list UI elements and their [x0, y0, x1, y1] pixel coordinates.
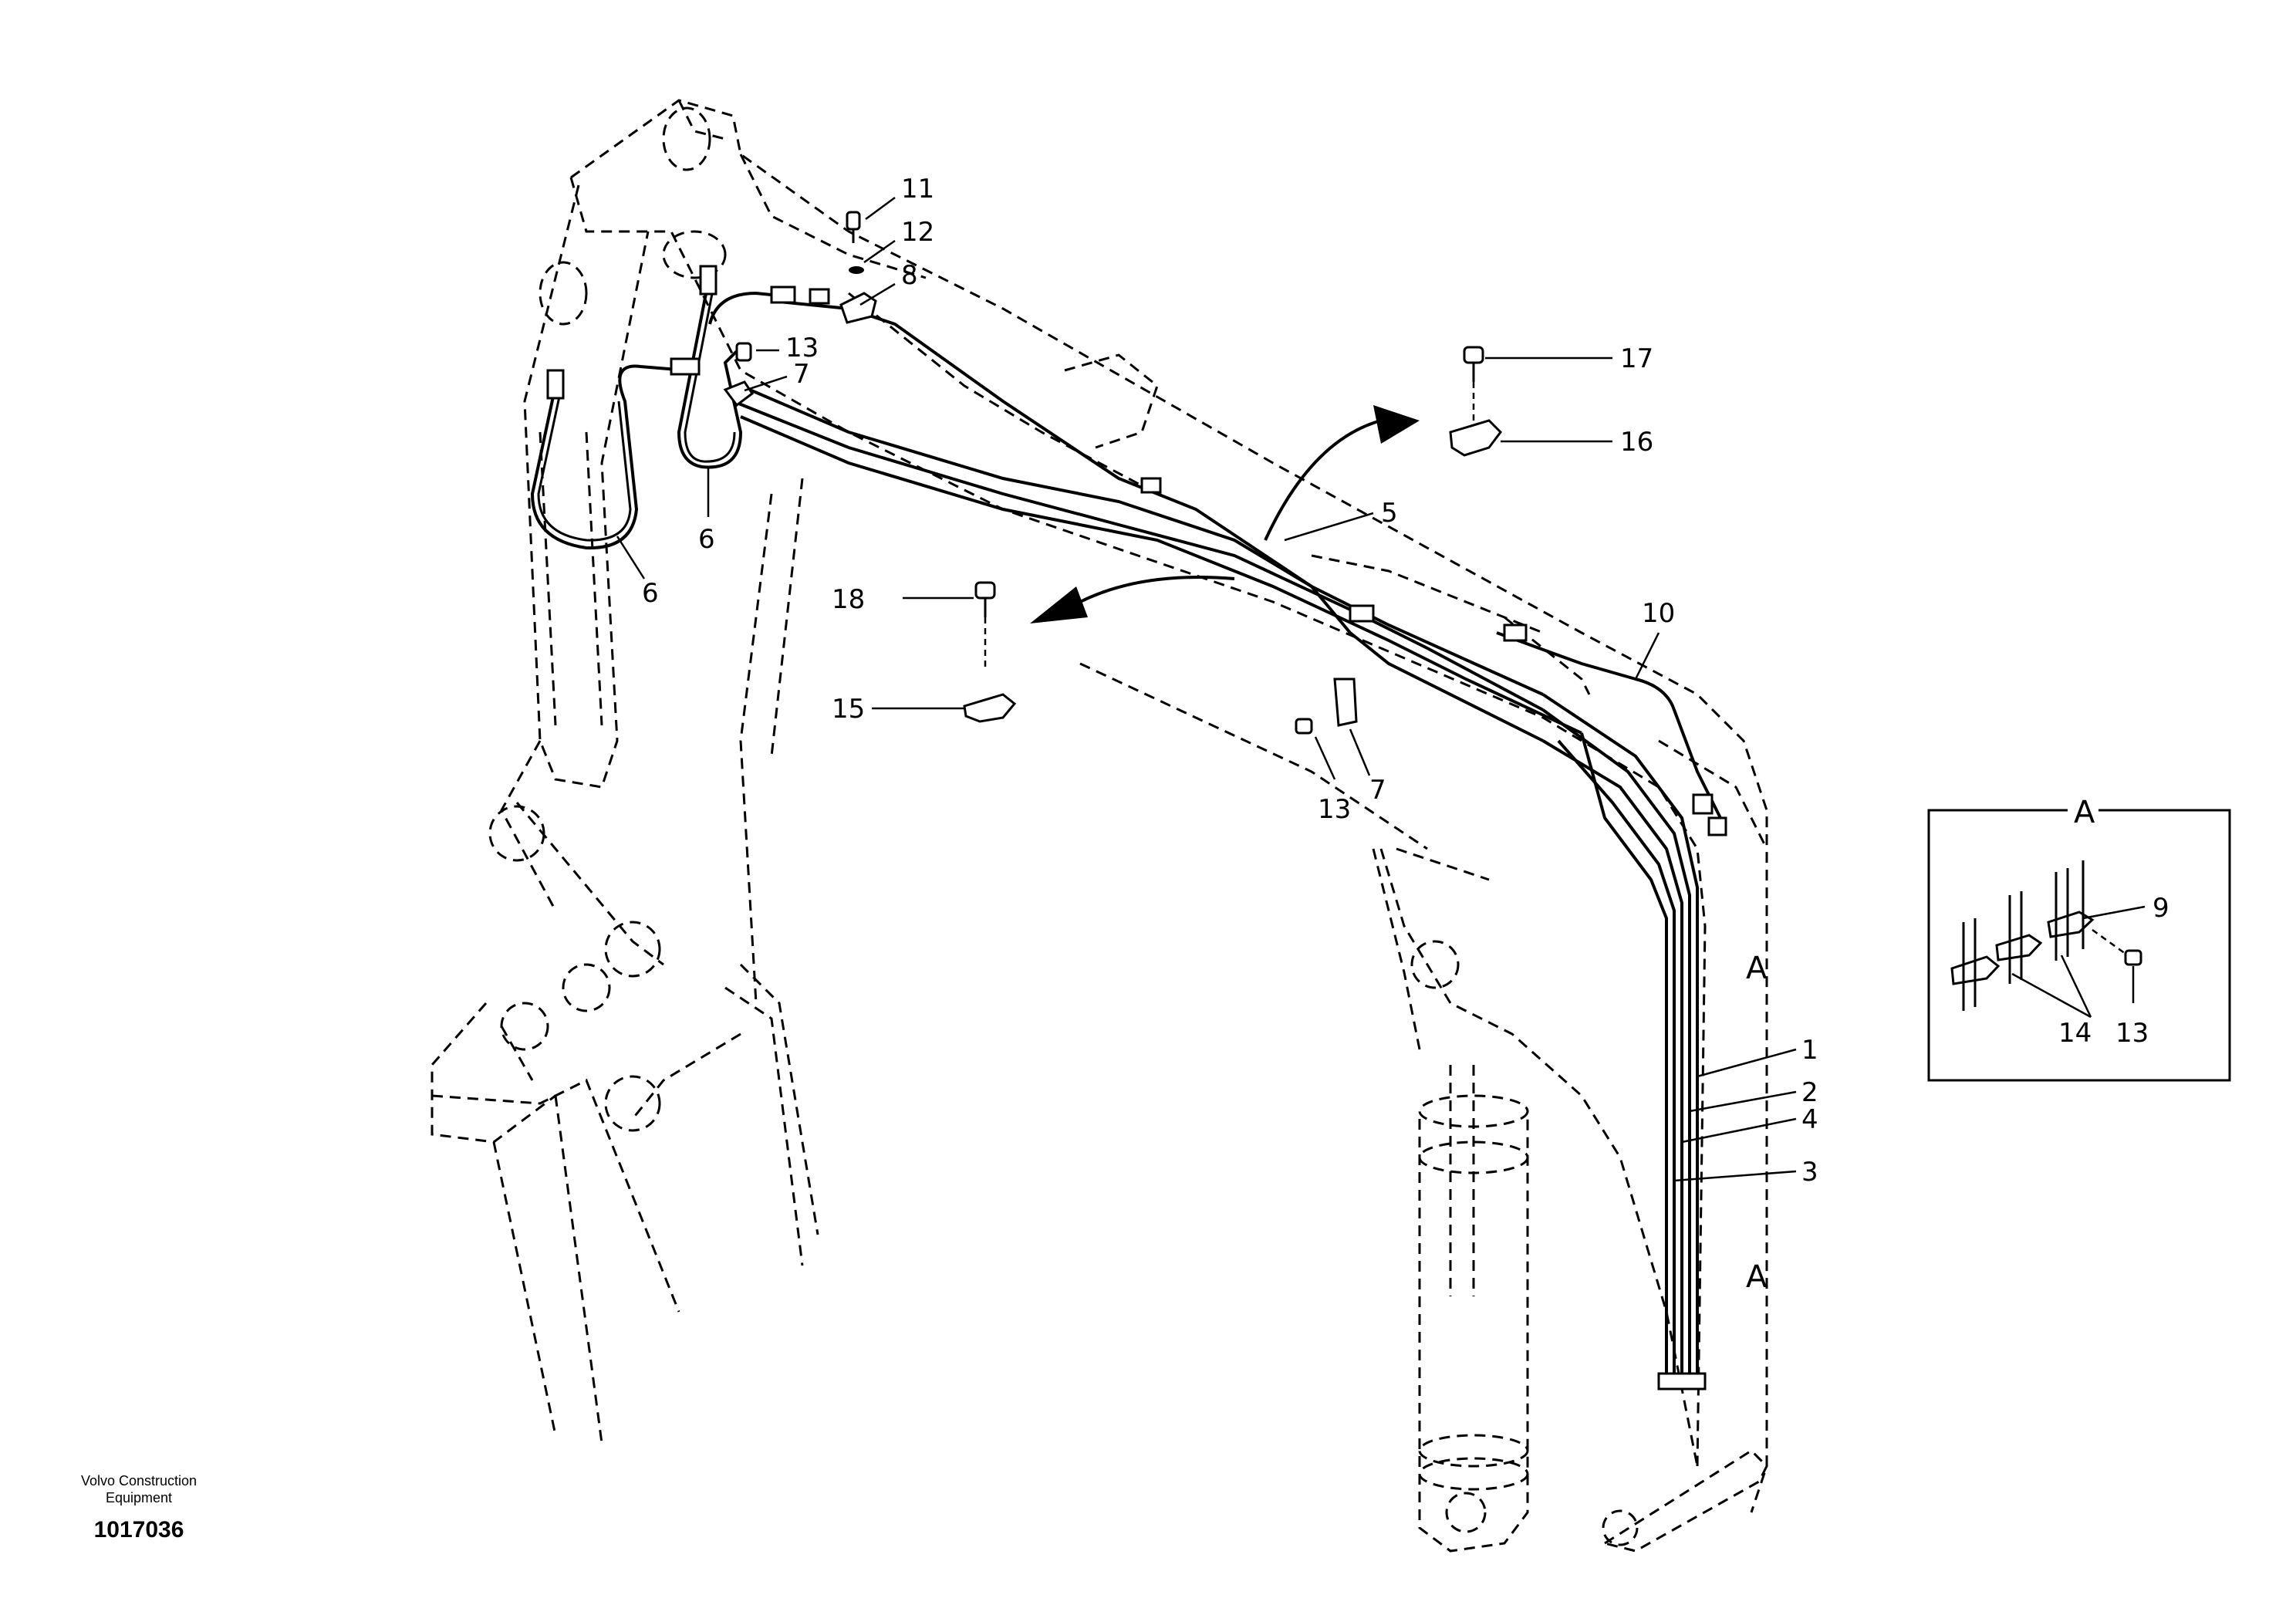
arrow-right-icon — [1373, 405, 1420, 444]
callout-7-lower: 7 — [1369, 775, 1386, 806]
clamp-7-upper-icon — [723, 380, 755, 407]
callout-5: 5 — [1381, 498, 1398, 529]
callout-1: 1 — [1801, 1035, 1818, 1066]
leader-lines — [616, 196, 1797, 1182]
callout-16: 16 — [1620, 427, 1653, 458]
washer-12-icon — [849, 266, 864, 274]
company-name-line1: Volvo Construction — [80, 1473, 198, 1489]
bolt-13-upper-icon — [735, 342, 752, 362]
bolt-18-icon — [974, 581, 996, 600]
bolt-13-detail-icon — [2124, 949, 2142, 966]
callout-6-outer: 6 — [642, 578, 659, 609]
arm-and-cylinder-outline — [430, 184, 819, 1444]
callout-labels: 11 12 8 13 7 6 6 17 16 5 18 15 13 7 10 1… — [642, 174, 2169, 1295]
callout-13-upper: 13 — [785, 333, 819, 363]
callout-11: 11 — [901, 174, 934, 204]
callout-10: 10 — [1642, 598, 1675, 629]
clamp-15-icon — [963, 693, 1017, 723]
callout-12: 12 — [901, 217, 934, 248]
detail-a-box — [1927, 809, 2231, 1082]
drawing-footer: Volvo Construction Equipment 1017036 — [54, 1472, 224, 1543]
detail-a-title: A — [2074, 795, 2095, 830]
callout-13-lower: 13 — [1318, 794, 1351, 825]
lower-cylinder-outline — [1372, 847, 1699, 1553]
drawing-number: 1017036 — [93, 1517, 184, 1543]
clamp-16-icon — [1449, 419, 1502, 457]
section-mark-a-lower: A — [1746, 1259, 1768, 1295]
callout-15: 15 — [832, 694, 865, 725]
hydraulic-lines — [530, 265, 1727, 1391]
clamp-7-lower-icon — [1333, 678, 1358, 727]
callout-9: 9 — [2152, 893, 2169, 924]
company-name-line2: Equipment — [105, 1490, 173, 1505]
callout-8: 8 — [901, 260, 918, 291]
callout-3: 3 — [1801, 1157, 1818, 1188]
callout-7-upper: 7 — [793, 359, 810, 390]
bolt-13-lower-icon — [1295, 718, 1313, 735]
bolt-17-icon — [1463, 346, 1484, 364]
callout-13-detail: 13 — [2115, 1018, 2149, 1049]
arrow-left-icon — [1030, 586, 1088, 623]
boom-outline — [569, 99, 1768, 1553]
bolt-11-icon — [846, 211, 861, 231]
callout-17: 17 — [1620, 343, 1653, 374]
callout-18: 18 — [832, 584, 865, 615]
clamps-and-bolts — [723, 211, 1502, 735]
callout-4: 4 — [1801, 1104, 1818, 1135]
callout-14: 14 — [2058, 1018, 2092, 1049]
callout-6-inner: 6 — [698, 524, 715, 555]
direction-arrows — [1030, 405, 1420, 623]
callout-2: 2 — [1801, 1077, 1818, 1108]
section-mark-a-upper: A — [1746, 951, 1768, 986]
